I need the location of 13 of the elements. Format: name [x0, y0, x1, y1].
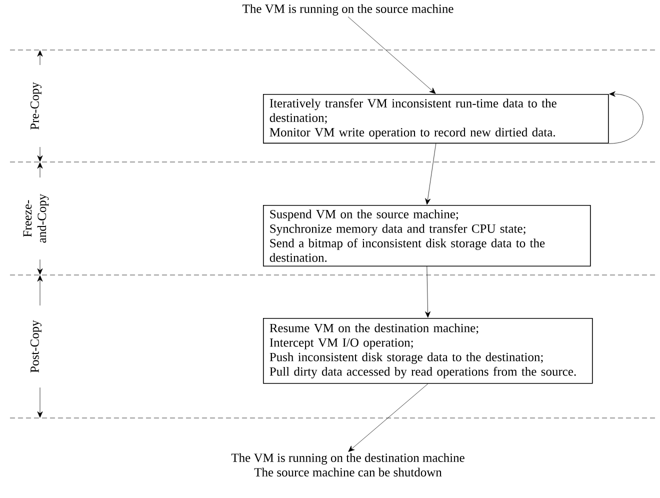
phase-label: Pre-Copy — [30, 65, 42, 147]
process-box: Iteratively transfer VM inconsistent run-time data to the destination; Monitor VM write operation to record new dirtied data. — [263, 94, 609, 144]
loop-arrow — [608, 91, 644, 144]
phase-label: Post-Copy — [30, 306, 42, 388]
state-text: The VM is running on the source machine — [242, 4, 454, 16]
process-box: Suspend VM on the source machine; Synchronize memory data and transfer CPU state; Send a bitmap of inconsistent disk storage data to the destination. — [263, 205, 591, 266]
process-box: Resume VM on the destination machine; Intercept VM I/O operation; Push inconsistent disk storage data to the destination; Pull dirty data accessed by read operations from the source. — [263, 318, 593, 384]
arrow — [348, 16, 436, 94]
arrow — [425, 266, 431, 318]
state-text: The VM is running on the destination machine The source machine can be shutdown — [231, 453, 464, 476]
phase-label: Freeze-and-Copy — [22, 178, 50, 260]
arrow — [425, 143, 436, 205]
arrow — [348, 384, 428, 452]
